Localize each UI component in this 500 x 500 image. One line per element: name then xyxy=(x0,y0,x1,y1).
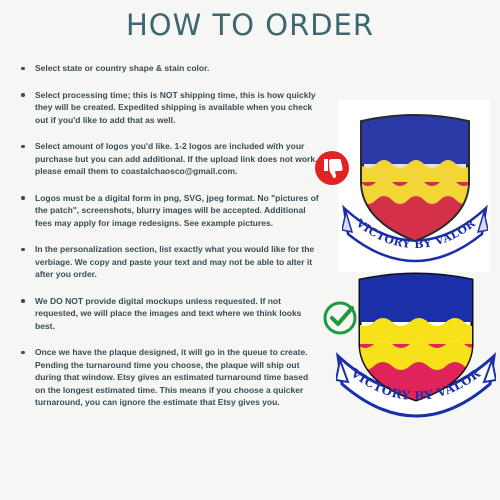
instruction-list: Select state or country shape & stain co… xyxy=(20,62,320,423)
bad-example-patch: VICTORY BY VALOR xyxy=(342,114,488,263)
instruction-item: Logos must be a digital form in png, SVG… xyxy=(20,192,320,230)
thumbs-down-icon xyxy=(315,151,349,185)
good-example-patch: VICTORY BY VALOR xyxy=(336,272,496,418)
instruction-item: Select processing time; this is NOT ship… xyxy=(20,89,320,127)
page-title: HOW TO ORDER xyxy=(125,8,375,42)
instruction-item: Select amount of logos you'd like. 1-2 l… xyxy=(20,140,320,178)
instruction-item: In the personalization section, list exa… xyxy=(20,243,320,281)
check-icon xyxy=(323,301,357,335)
instruction-item: We DO NOT provide digital mockups unless… xyxy=(20,295,320,333)
instruction-item: Select state or country shape & stain co… xyxy=(20,62,320,75)
instruction-item: Once we have the plaque designed, it wil… xyxy=(20,346,320,409)
